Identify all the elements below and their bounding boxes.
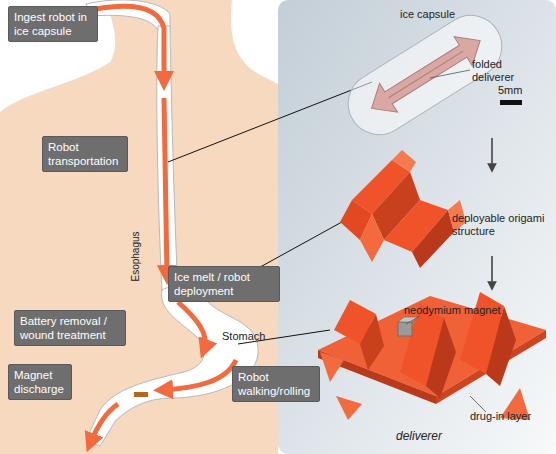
part-label: deployable origami structure <box>452 212 548 238</box>
step-box: Robot transportation <box>42 136 128 172</box>
leader-line <box>470 396 486 412</box>
step-box: Battery removal / wound treatment <box>14 310 126 346</box>
illustration-part <box>398 317 418 322</box>
step-text: Ice melt / robot deployment <box>174 270 274 298</box>
route-arrow <box>90 404 118 444</box>
illustration-part <box>412 210 454 268</box>
step-box: Ingest robot in ice capsule <box>8 6 98 42</box>
illustration-part <box>360 314 384 370</box>
step-text: Ingest robot in ice capsule <box>14 10 92 38</box>
illustration-part <box>398 322 412 336</box>
part-label: ice capsule <box>400 8 480 21</box>
illustration-part <box>389 51 464 98</box>
origami-structure <box>340 150 466 268</box>
step-arrow <box>491 256 493 286</box>
illustration-part <box>320 352 344 382</box>
illustration-part <box>360 214 384 262</box>
leader-line <box>430 70 470 78</box>
deliverer-robot <box>318 292 546 420</box>
part-label: drug-in layer <box>470 410 550 423</box>
illustration-part <box>426 318 456 398</box>
route-arrow <box>96 6 164 82</box>
step-box: Magnet discharge <box>8 364 72 400</box>
part-label: deliverer <box>396 430 476 443</box>
illustration-part <box>392 150 416 172</box>
part-label: neodymium magnet <box>404 304 514 317</box>
step-text: Battery removal / wound treatment <box>20 314 120 342</box>
step-text: Robot transportation <box>48 140 122 168</box>
scale-bar <box>500 100 522 105</box>
part-label: 5mm <box>498 84 538 97</box>
step-text: Magnet discharge <box>14 368 66 396</box>
leader-line <box>168 82 372 162</box>
step-box: Ice melt / robot deployment <box>168 266 280 302</box>
step-arrow <box>491 138 493 168</box>
route-arrow <box>178 302 205 350</box>
organ-label: Esophagus <box>129 222 142 292</box>
step-text: Robot walking/rolling <box>238 370 314 398</box>
step-box: Robot walking/rolling <box>232 366 320 402</box>
illustration-part <box>486 306 516 386</box>
illustration-part <box>336 396 362 420</box>
part-label: folded deliverer <box>472 58 526 84</box>
robot-in-stomach <box>134 392 148 397</box>
illustration-part <box>363 26 490 123</box>
route-arrow <box>162 360 236 390</box>
leader-line <box>406 316 420 324</box>
part-label: Stomach <box>222 330 282 343</box>
route-arrow <box>164 98 167 276</box>
